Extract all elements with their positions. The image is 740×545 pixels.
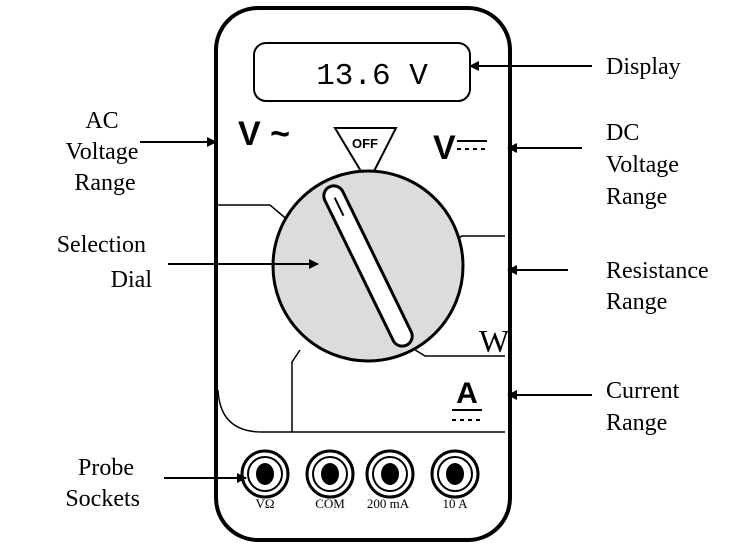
- ohm-mark: W: [479, 323, 510, 359]
- off-mark: OFF: [352, 136, 378, 151]
- dc-voltage-label: DC Voltage Range: [606, 120, 685, 210]
- dial-pointer: [322, 184, 414, 348]
- probe-socket-vohm[interactable]: [240, 449, 290, 499]
- display-reading: 13.6 V: [316, 59, 428, 94]
- amp-mark: A: [456, 377, 478, 410]
- range-divider-lines: [217, 204, 505, 433]
- resistance-label: Resistance Range: [606, 258, 715, 315]
- display-window: [253, 42, 471, 102]
- socket-label-200ma: 200 mA: [367, 496, 410, 511]
- display-label: Display: [606, 54, 681, 80]
- socket-label-vohm: VΩ: [255, 496, 274, 511]
- current-label: Current Range: [606, 378, 685, 436]
- probe-sockets-label: Probe Sockets: [65, 455, 140, 512]
- socket-label-10a: 10 A: [443, 496, 469, 511]
- socket-label-com: COM: [315, 496, 345, 511]
- dc-symbol-icon: [457, 140, 487, 150]
- off-triangle: [333, 127, 398, 186]
- selection-dial-label: Selection Dial: [57, 232, 153, 293]
- ac-voltage-label: AC Voltage Range: [66, 108, 145, 196]
- amp-dc-symbol-icon: [452, 409, 482, 421]
- probe-socket-com[interactable]: [305, 449, 355, 499]
- probe-socket-200ma[interactable]: [365, 449, 415, 499]
- dc-voltage-mark: V: [433, 129, 456, 167]
- ac-voltage-mark: V ~: [238, 115, 290, 153]
- probe-socket-10a[interactable]: [430, 449, 480, 499]
